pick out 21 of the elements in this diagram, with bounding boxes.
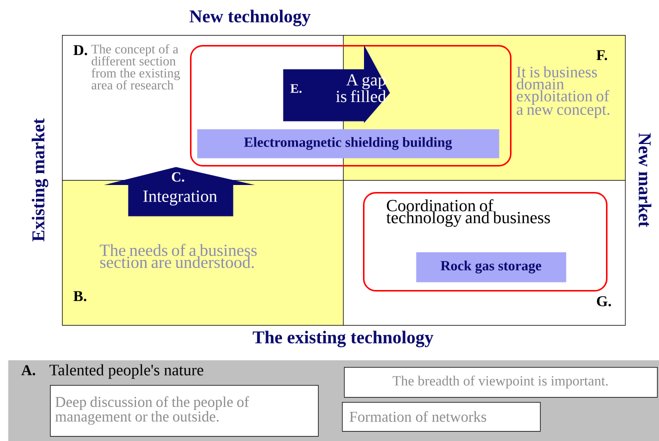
- highlight-label: Rock gas storage: [416, 252, 566, 282]
- arrow-letter: C.: [172, 172, 184, 182]
- quadrant-text: The needs of a business section are understood.: [100, 244, 257, 268]
- arrow-label: Integration: [143, 190, 218, 206]
- rounded-frame: [190, 45, 512, 166]
- text-box: The breadth of viewpoint is important.: [344, 367, 658, 398]
- quadrant-text: The concept of a different section from the existing area of research: [91, 44, 180, 90]
- quadrant-letter: F.: [596, 50, 608, 60]
- axis-label: The existing technology: [252, 330, 434, 348]
- axis-label: New market: [638, 133, 652, 228]
- panel-letter: A.: [21, 365, 36, 376]
- quadrant-letter: G.: [596, 296, 611, 306]
- axis-label: Existing market: [32, 118, 48, 242]
- quadrant-letter: D.: [73, 45, 88, 56]
- text-box: Formation of networks: [342, 402, 541, 432]
- text-box: Deep discussion of the people of management or the outside.: [50, 385, 319, 437]
- panel-heading: Talented people's nature: [50, 364, 204, 379]
- highlight-label: Electromagnetic shielding building: [197, 129, 500, 158]
- quadrant-letter: B.: [73, 291, 86, 302]
- axis-label: New technology: [190, 10, 311, 26]
- quadrant-text: It is business domain exploitation of a new concept.: [516, 66, 610, 118]
